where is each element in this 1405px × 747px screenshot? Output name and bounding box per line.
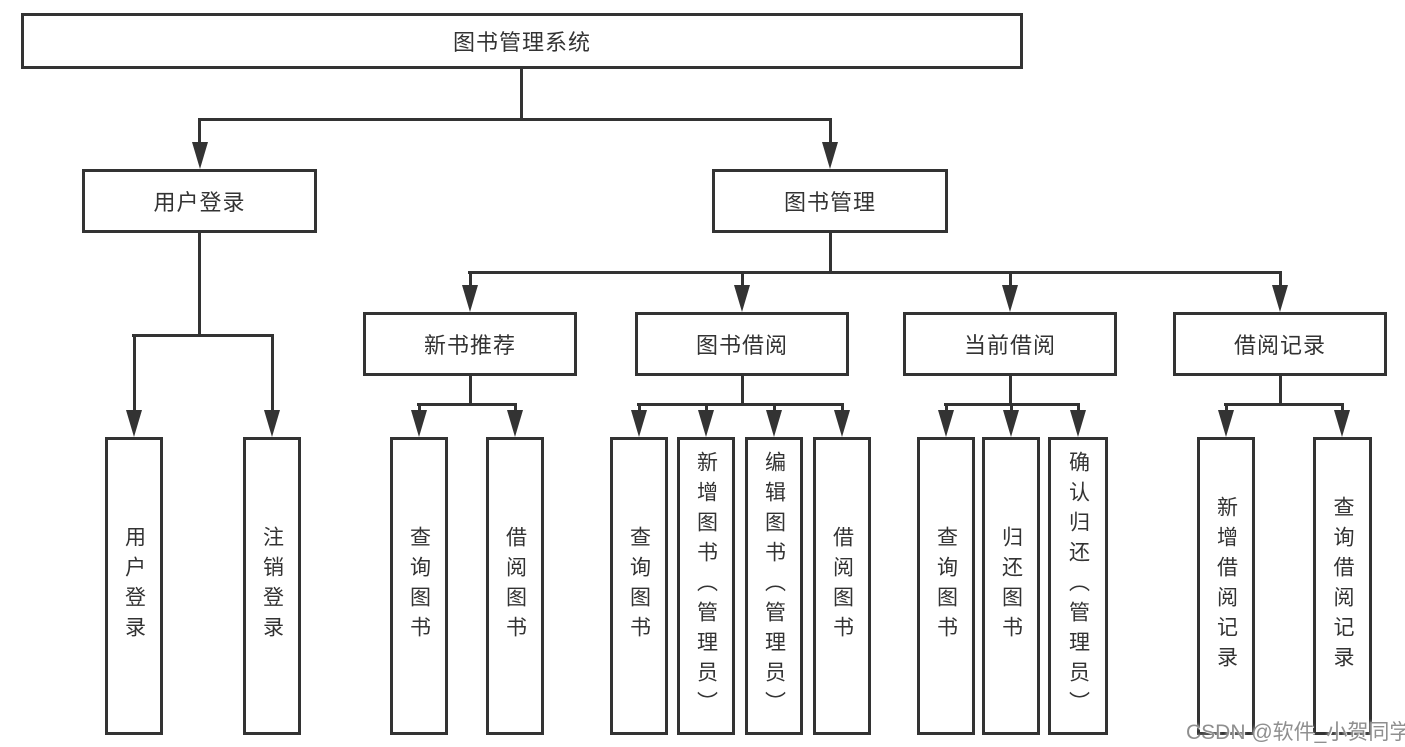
arrow-down-icon: [822, 142, 838, 169]
leaf-borrow-books: 借阅图书: [813, 437, 871, 735]
connector-user-login-drop: [198, 118, 201, 146]
node-label: 用户登录: [153, 190, 246, 215]
connector-drop: [705, 403, 708, 413]
node-label: 新增借阅记录: [1214, 496, 1238, 676]
connector-root-stem: [520, 69, 523, 120]
arrow-down-icon: [938, 410, 954, 437]
arrow-down-icon: [507, 410, 523, 437]
node-label: 确认归还（管理员）: [1066, 451, 1090, 721]
connector-bar: [637, 403, 844, 406]
arrow-down-icon: [1334, 410, 1350, 437]
leaf-query-books: 查询图书: [610, 437, 668, 735]
leaf-add-borrow-record: 新增借阅记录: [1197, 437, 1255, 735]
connector-book-mgmt-drop: [829, 118, 832, 146]
leaf-return-books: 归还图书: [982, 437, 1040, 735]
connector-stem: [1009, 376, 1012, 405]
arrow-down-icon: [1002, 285, 1018, 312]
connector-drop: [1341, 403, 1344, 413]
node-label: 当前借阅: [963, 333, 1056, 358]
arrow-down-icon: [766, 410, 782, 437]
node-library-management-system: 图书管理系统: [21, 13, 1023, 69]
connector-drop: [469, 271, 472, 288]
arrow-down-icon: [411, 410, 427, 437]
node-label: 查询图书: [407, 526, 431, 646]
connector-stem: [741, 376, 744, 405]
connector-drop: [1009, 271, 1012, 288]
connector-drop: [1010, 403, 1013, 413]
node-label: 用户登录: [122, 526, 146, 646]
connector-stem: [1279, 376, 1282, 405]
connector-drop: [1077, 403, 1080, 413]
node-new-book-recommendation: 新书推荐: [363, 312, 577, 376]
node-user-login: 用户登录: [82, 169, 317, 233]
node-label: 借阅图书: [503, 526, 527, 646]
csdn-watermark: CSDN @软件_小贺同学: [1186, 721, 1405, 744]
node-current-borrowing: 当前借阅: [903, 312, 1117, 376]
connector-level3-bar: [468, 271, 1282, 274]
node-label: 编辑图书（管理员）: [762, 451, 786, 721]
node-label: 查询借阅记录: [1331, 496, 1354, 676]
node-label: 借阅图书: [830, 526, 854, 646]
node-label: 图书管理: [783, 190, 876, 215]
leaf-edit-books-admin: 编辑图书（管理员）: [745, 437, 803, 735]
connector-bar: [417, 403, 517, 406]
leaf-borrow-books: 借阅图书: [486, 437, 544, 735]
node-label: 新书推荐: [423, 333, 516, 358]
arrow-down-icon: [462, 285, 478, 312]
node-label: 新增图书（管理员）: [694, 451, 718, 721]
connector-drop: [514, 403, 517, 413]
connector-bar: [1224, 403, 1344, 406]
connector-drop: [741, 271, 744, 288]
leaf-logout: 注销登录: [243, 437, 301, 735]
arrow-down-icon: [1272, 285, 1288, 312]
connector-drop: [133, 334, 136, 412]
node-label: 图书借阅: [695, 333, 788, 358]
leaf-add-books-admin: 新增图书（管理员）: [677, 437, 735, 735]
arrow-down-icon: [698, 410, 714, 437]
node-label: 查询图书: [627, 526, 651, 646]
node-label: 借阅记录: [1233, 333, 1326, 358]
connector-drop: [1279, 271, 1282, 288]
connector-drop: [418, 403, 421, 413]
node-borrowing-records: 借阅记录: [1173, 312, 1387, 376]
connector-user-login-bar: [132, 334, 274, 337]
arrow-down-icon: [834, 410, 850, 437]
node-label: 注销登录: [260, 526, 284, 646]
connector-drop: [271, 334, 274, 412]
node-book-borrowing: 图书借阅: [635, 312, 849, 376]
node-book-management: 图书管理: [712, 169, 948, 233]
leaf-query-books: 查询图书: [390, 437, 448, 735]
connector-drop: [841, 403, 844, 413]
connector-user-login-stem: [198, 233, 201, 336]
arrow-down-icon: [734, 285, 750, 312]
arrow-down-icon: [264, 410, 280, 437]
node-label: 查询图书: [934, 526, 958, 646]
leaf-confirm-return-admin: 确认归还（管理员）: [1048, 437, 1108, 735]
connector-drop: [773, 403, 776, 413]
connector-drop: [945, 403, 948, 413]
arrow-down-icon: [1218, 410, 1234, 437]
arrow-down-icon: [192, 142, 208, 169]
arrow-down-icon: [631, 410, 647, 437]
arrow-down-icon: [126, 410, 142, 437]
leaf-query-books: 查询图书: [917, 437, 975, 735]
connector-level2-bar: [198, 118, 832, 121]
leaf-query-borrow-record: 查询借阅记录: [1313, 437, 1372, 735]
arrow-down-icon: [1003, 410, 1019, 437]
connector-drop: [1225, 403, 1228, 413]
arrow-down-icon: [1070, 410, 1086, 437]
node-label: 归还图书: [999, 526, 1023, 646]
connector-book-mgmt-stem: [829, 233, 832, 274]
connector-stem: [469, 376, 472, 405]
connector-drop: [638, 403, 641, 413]
leaf-user-login: 用户登录: [105, 437, 163, 735]
node-label: 图书管理系统: [452, 30, 591, 55]
